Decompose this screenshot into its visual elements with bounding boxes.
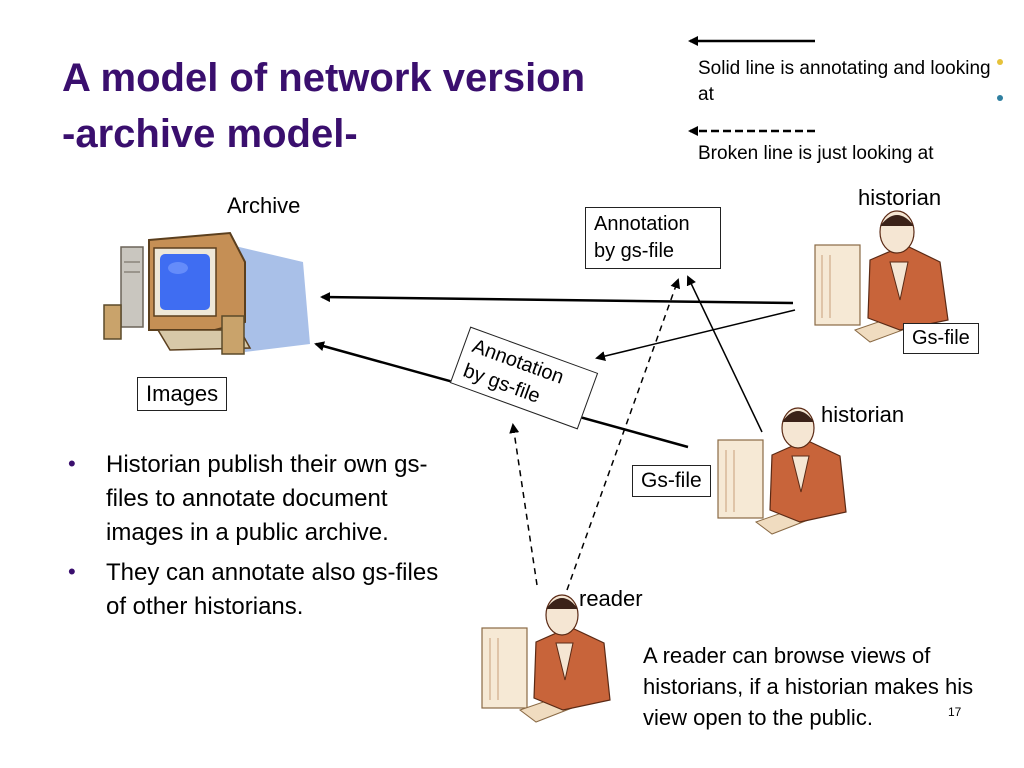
- legend-solid-text: Solid line is annotating and looking at: [698, 58, 991, 105]
- historian-computer-icon-top: [814, 210, 949, 343]
- decor-dot-2: [997, 95, 1003, 101]
- bullet-item: They can annotate also gs-files of other…: [62, 556, 452, 624]
- archive-label: Archive: [227, 193, 301, 218]
- arrow-reader-to-annotation-mid: [509, 423, 538, 586]
- gsfile-middle-box: Gs-file: [632, 465, 711, 497]
- arrow-historian-to-archive: [320, 292, 794, 305]
- historian-top-label: historian: [858, 185, 942, 210]
- gsfile-top-box: Gs-file: [903, 323, 979, 354]
- images-box: Images: [137, 377, 228, 411]
- historian-middle-label: historian: [821, 402, 905, 427]
- reader-label: reader: [579, 586, 643, 611]
- annotation-top-box: Annotation by gs-file: [585, 207, 721, 269]
- reader-note: A reader can browse views of historians,…: [643, 643, 974, 731]
- arrow-historian2-to-annotation-top: [686, 275, 763, 433]
- reader-computer-icon: [481, 594, 611, 723]
- decor-dot-1: [997, 59, 1003, 65]
- title-line-2: -archive model-: [62, 112, 358, 156]
- historian-computer-icon-middle: [717, 407, 847, 535]
- title-line-1: A model of network version: [62, 56, 586, 100]
- computer-archive-icon: [103, 231, 310, 355]
- page-number: 17: [948, 705, 962, 719]
- bullet-list: Historian publish their own gs-files to …: [62, 448, 452, 630]
- legend-broken-text: Broken line is just looking at: [698, 143, 934, 164]
- page-title: A model of network version -archive mode…: [62, 50, 585, 162]
- bullet-item: Historian publish their own gs-files to …: [62, 448, 452, 550]
- arrow-historian-to-annotation-mid: [595, 309, 796, 361]
- arrow-reader-to-annotation-top: [566, 278, 681, 591]
